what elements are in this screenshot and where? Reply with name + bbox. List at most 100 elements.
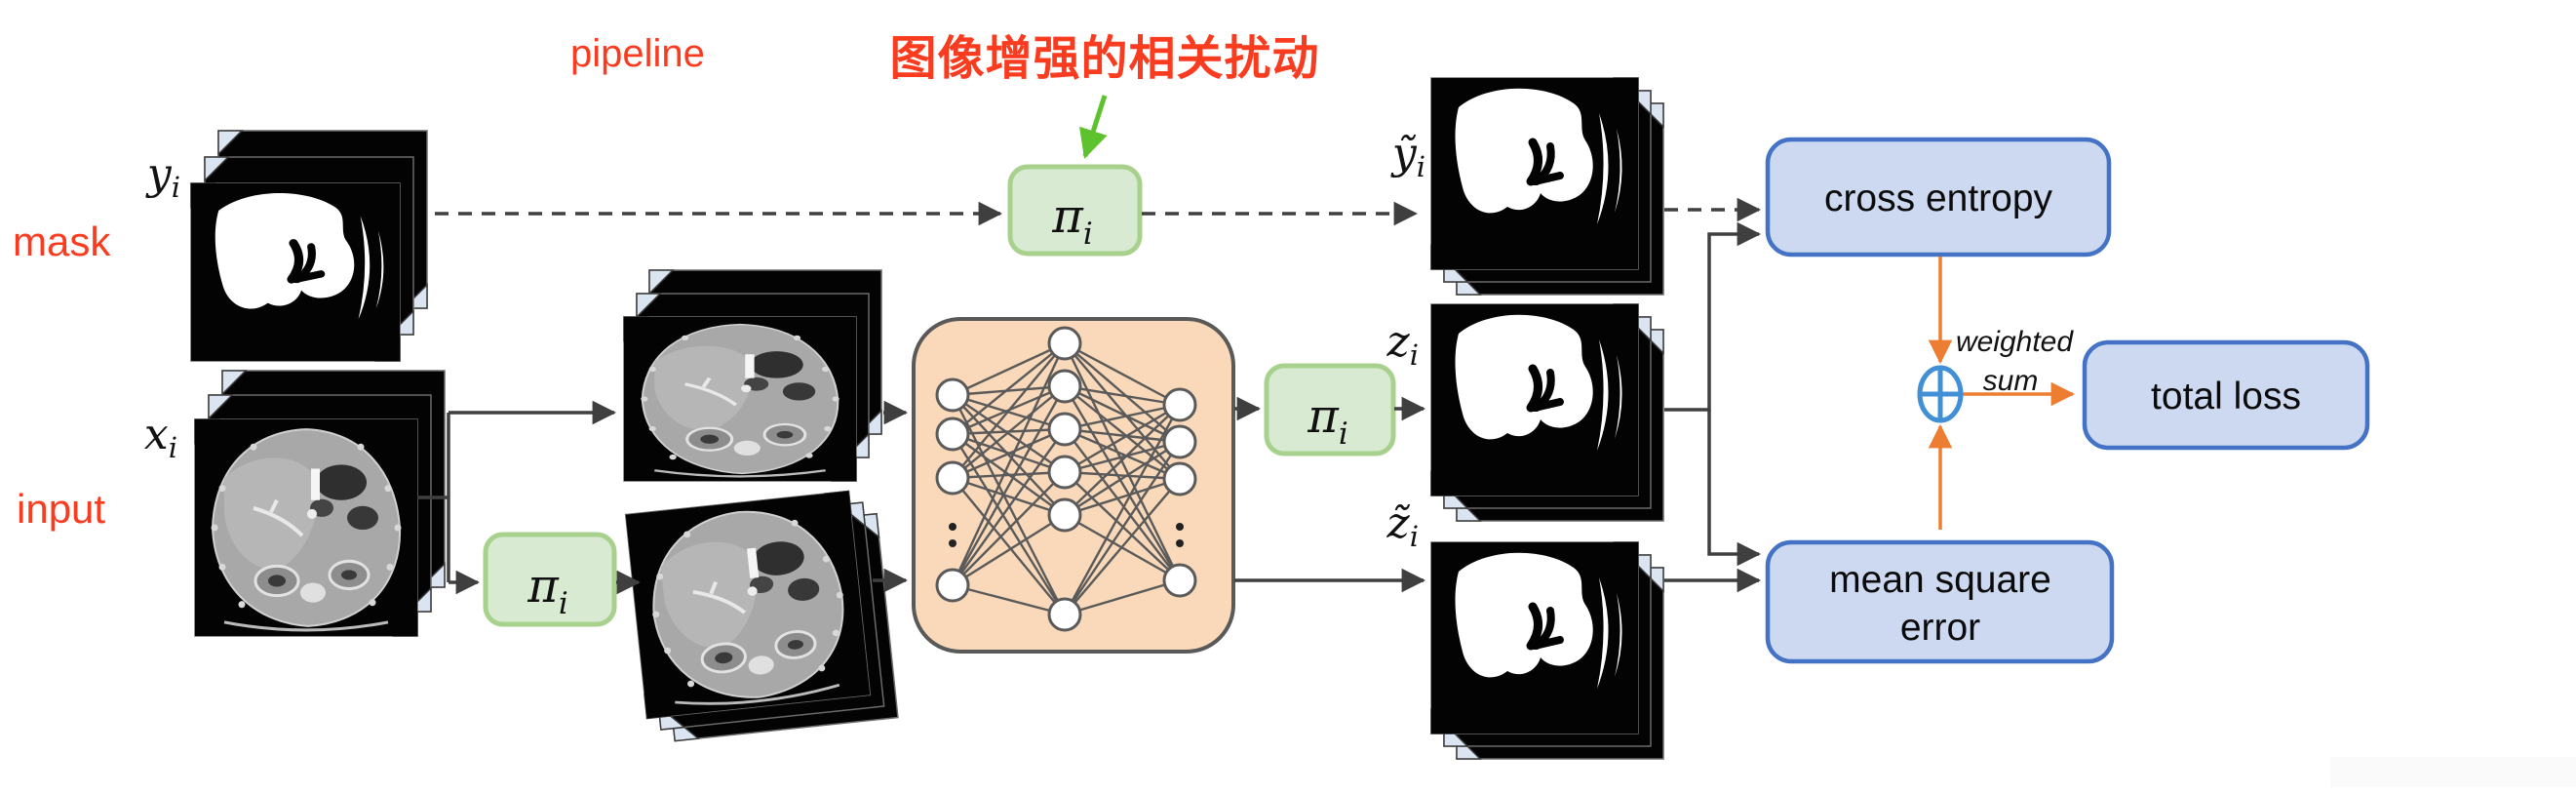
nn-connection: [952, 583, 1066, 616]
mask-image: [191, 183, 400, 361]
svg-text:πi: πi: [1307, 389, 1347, 452]
nn-connection: [1064, 385, 1181, 480]
input-stack: [194, 370, 446, 637]
aug-stack-top: [623, 269, 882, 482]
nn-connection: [952, 428, 1066, 586]
nn-ellipsis-dot: [949, 523, 956, 531]
nn-connection: [1064, 342, 1181, 480]
nn-connection: [952, 470, 1066, 480]
nn-neuron: [1047, 326, 1082, 361]
nn-connection: [952, 394, 1066, 516]
nn-neuron: [1047, 455, 1082, 490]
nn-connection: [1064, 470, 1181, 481]
svg-text:mean square: mean square: [1829, 559, 2051, 601]
sum-label: sum: [1983, 365, 2039, 397]
arrow-z-to-mse: [1707, 410, 1762, 567]
nn-ellipsis-dot: [1176, 539, 1184, 547]
nn-connection: [1064, 403, 1181, 431]
nn-connection: [952, 384, 1066, 397]
page-corner-icon: [636, 293, 662, 319]
nn-neuron: [1162, 387, 1197, 422]
nn-neuron: [1047, 597, 1082, 632]
annotation-pointer-arrow: [1079, 95, 1108, 159]
mask-image: [1431, 542, 1638, 734]
mask-stack: [190, 130, 428, 362]
nn-neuron: [1162, 461, 1197, 496]
nn-ellipsis-dot: [949, 539, 956, 547]
nn-connection: [1063, 404, 1182, 615]
nn-connection: [1064, 384, 1181, 444]
circled-plus-icon: [1917, 365, 1964, 423]
nn-connection: [952, 385, 1066, 479]
nn-neuron: [935, 460, 970, 496]
nn-connection: [952, 342, 1066, 479]
nn-connection: [1064, 441, 1181, 615]
nn-neuron: [1162, 563, 1197, 598]
nn-connection: [951, 342, 1067, 586]
watermark-strip: [2330, 757, 2576, 787]
nn-connection: [1064, 578, 1181, 616]
pipeline-label: pipeline: [570, 32, 705, 75]
svg-text:πi: πi: [527, 559, 567, 621]
mean-square-error-box: mean square error: [1765, 539, 2115, 664]
nn-connection: [1064, 403, 1181, 474]
nn-connection: [1064, 384, 1181, 407]
arrow-z-to-cross-entropy: [1664, 221, 1762, 412]
page-corner-icon: [221, 370, 248, 396]
nn-connection: [1064, 477, 1181, 517]
ct-image: [195, 419, 417, 636]
aug-stack-bottom: [624, 490, 899, 742]
svg-text:error: error: [1900, 607, 1980, 649]
nn-connection: [952, 342, 1066, 435]
pi-box-input: πi: [483, 532, 617, 627]
label-y-i: yi: [145, 149, 180, 204]
input-label: input: [17, 486, 105, 532]
svg-text:total loss: total loss: [2151, 376, 2301, 417]
nn-neuron: [935, 377, 970, 413]
svg-text:πi: πi: [1051, 189, 1092, 252]
ct-image: [626, 492, 871, 719]
nn-connection: [951, 394, 1067, 615]
mask-label: mask: [13, 218, 111, 264]
nn-connection: [1064, 428, 1181, 581]
nn-connection: [1064, 440, 1181, 517]
nn-neuron: [1047, 369, 1082, 404]
nn-connection: [952, 427, 1066, 480]
nn-connection: [952, 513, 1066, 587]
pi-box-output: πi: [1264, 363, 1396, 457]
nn-neuron: [935, 568, 970, 603]
nn-connection: [1064, 342, 1181, 443]
label-z-i: zi: [1386, 317, 1419, 372]
pred-stack-z: [1430, 303, 1664, 522]
mask-image: [1431, 304, 1638, 496]
nn-links: [951, 341, 1182, 616]
nn-connection: [1064, 478, 1181, 615]
nn-connection: [1063, 342, 1182, 581]
nn-connection: [1064, 404, 1181, 516]
page-corner-icon: [208, 394, 234, 420]
nn-connection: [952, 476, 1066, 517]
nn-connection: [951, 385, 1067, 586]
weighted-label: weighted: [1956, 326, 2074, 358]
pred-stack-y-tilde: [1430, 77, 1664, 296]
nn-ellipsis-dot: [1176, 523, 1184, 531]
page-corner-icon: [217, 130, 244, 156]
label-z-tilde-i: z̃i: [1386, 498, 1419, 553]
nn-connection: [952, 341, 1066, 397]
nn-neuron: [1047, 497, 1082, 533]
label-x-i: xi: [144, 410, 177, 464]
nn-connection: [1064, 440, 1181, 474]
augmentation-annotation-label: 图像增强的相关扰动: [889, 33, 1319, 85]
nn-neuron: [935, 417, 970, 452]
pred-stack-z-tilde: [1430, 541, 1664, 760]
connectors: [417, 197, 1762, 595]
total-loss-box: total loss: [2082, 339, 2370, 451]
pi-box-pipeline: πi: [1007, 164, 1143, 257]
nn-neuron: [1047, 412, 1082, 447]
nn-nodes: [935, 326, 1197, 632]
weighted-sum-node: weighted sum: [1917, 257, 2076, 530]
svg-text:cross entropy: cross entropy: [1824, 178, 2053, 219]
nn-neuron: [1162, 424, 1197, 459]
nn-connection: [1063, 385, 1182, 581]
